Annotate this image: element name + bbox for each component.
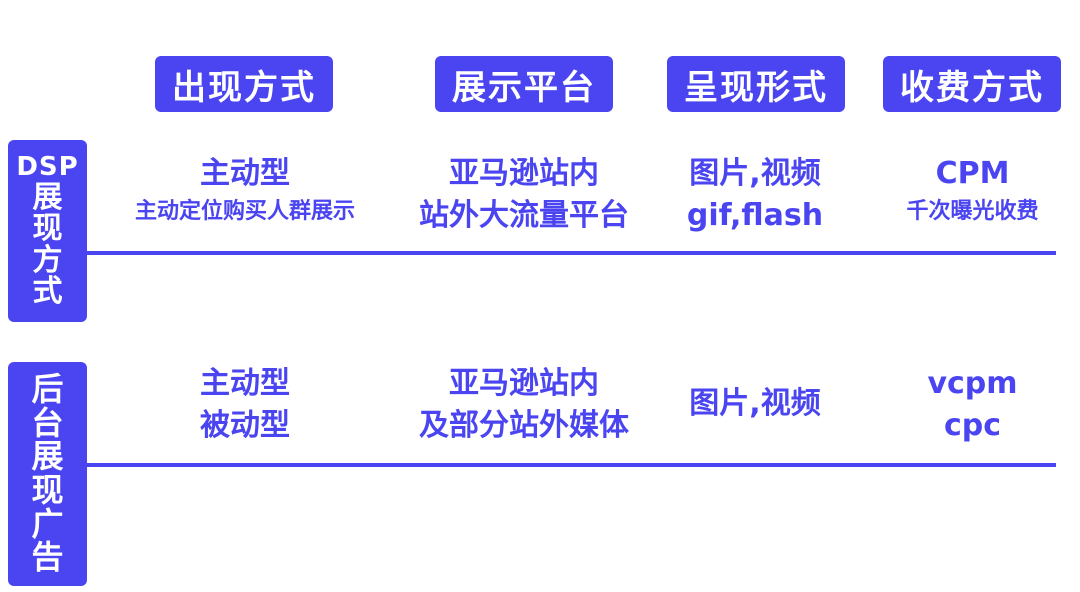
side-label-line: 台 (31, 403, 64, 442)
row-divider (87, 463, 1056, 467)
side-label-line: DSP (16, 152, 79, 183)
side-label-backend-ads: 后 台 展 现 广 告 (8, 362, 87, 586)
cell-line: CPM (935, 156, 1010, 191)
cell-line: 主动型 (200, 366, 290, 401)
side-label-line: 式 (32, 274, 63, 310)
cell-line: 图片,视频 (689, 156, 821, 191)
cell-dsp-appearance: 主动型 主动定位购买人群展示 (100, 153, 390, 229)
side-label-line: 现 (31, 471, 64, 509)
cell-line: 亚马逊站内 (449, 156, 599, 191)
cell-line: 主动型 (200, 156, 290, 191)
header-appearance-mode: 出现方式 (155, 56, 333, 112)
header-display-platform: 展示平台 (435, 56, 613, 112)
side-label-dsp: DSP 展 现 方 式 (8, 140, 87, 322)
cell-line: vcpm (927, 366, 1018, 401)
cell-line: 亚马逊站内 (449, 366, 599, 401)
cell-line: 千次曝光收费 (906, 199, 1039, 224)
cell-line: 站外大流量平台 (419, 198, 629, 233)
cell-line: cpc (943, 408, 1002, 443)
header-charging-method: 收费方式 (883, 56, 1061, 112)
cell-backend-charging: vcpm cpc (880, 363, 1065, 447)
side-label-line: 展 (32, 179, 63, 215)
side-label-line: 方 (32, 242, 63, 278)
cell-line: 及部分站外媒体 (419, 408, 629, 443)
cell-backend-appearance: 主动型 被动型 (100, 363, 390, 447)
side-label-line: 后 (31, 370, 64, 409)
cell-backend-format: 图片,视频 (650, 383, 860, 425)
side-label-line: 广 (31, 504, 64, 543)
cell-line: 主动定位购买人群展示 (134, 199, 355, 224)
header-presentation-format: 呈现形式 (667, 56, 845, 112)
cell-dsp-format: 图片,视频 gif,flash (650, 153, 860, 237)
side-label-line: 现 (32, 211, 63, 247)
cell-backend-platform: 亚马逊站内 及部分站外媒体 (385, 363, 663, 447)
cell-line: 被动型 (200, 408, 290, 443)
cell-dsp-platform: 亚马逊站内 站外大流量平台 (385, 153, 663, 237)
side-label-line: 展 (31, 437, 64, 476)
cell-dsp-charging: CPM 千次曝光收费 (880, 153, 1065, 229)
side-label-line: 告 (31, 538, 64, 577)
row-divider (87, 251, 1056, 255)
cell-line: 图片,视频 (689, 386, 821, 421)
cell-line: gif,flash (686, 198, 824, 233)
